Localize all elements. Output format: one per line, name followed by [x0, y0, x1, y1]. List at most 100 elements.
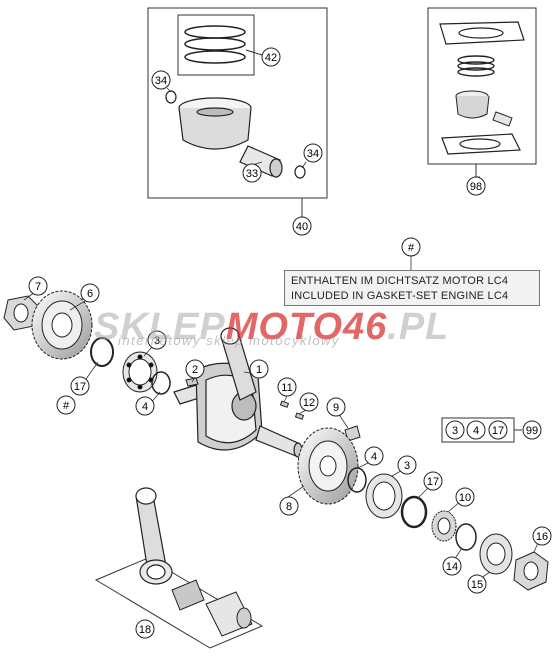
- shaft-seal-17-right: [400, 495, 428, 529]
- svg-text:17: 17: [74, 381, 86, 393]
- callout-3-left: 3: [147, 330, 167, 350]
- shaft-seal-17: [90, 337, 114, 367]
- circlip-14: [455, 523, 477, 551]
- kit-callout-17: 17: [488, 420, 508, 440]
- svg-text:40: 40: [296, 221, 308, 233]
- svg-text:2: 2: [192, 364, 198, 376]
- conrod-spare: [135, 487, 173, 585]
- circlip-right: [294, 165, 306, 179]
- callout-15: 15: [467, 574, 487, 594]
- note-line-english: INCLUDED IN GASKET-SET ENGINE LC4: [291, 290, 509, 302]
- svg-text:#: #: [408, 242, 415, 254]
- svg-text:12: 12: [303, 397, 315, 409]
- callout-12: 12: [299, 392, 319, 412]
- svg-text:10: 10: [459, 492, 471, 504]
- svg-text:14: 14: [446, 561, 458, 573]
- callout-11: 11: [277, 377, 297, 397]
- callout-34-right: 34: [303, 143, 323, 163]
- callout-4-right: 4: [364, 446, 384, 466]
- callout-9: 9: [326, 397, 346, 417]
- svg-text:17: 17: [492, 425, 504, 437]
- watermark-tagline: internetowy sklep motocyklowy: [118, 333, 340, 348]
- svg-text:16: 16: [536, 531, 548, 543]
- callout-42: 42: [261, 47, 281, 67]
- svg-text:1: 1: [256, 364, 262, 376]
- callout-34-top: 34: [151, 70, 171, 90]
- needle-bearing: [171, 579, 205, 611]
- bearing-3: [122, 351, 158, 393]
- callout-hash-note: #: [401, 237, 421, 257]
- piston-rings: [184, 25, 246, 64]
- svg-text:18: 18: [139, 624, 151, 636]
- callout-8: 8: [279, 496, 299, 516]
- washer-15: [479, 533, 513, 575]
- svg-text:99: 99: [526, 425, 538, 437]
- gasket-set-note: ENTHALTEN IM DICHTSATZ MOTOR LC4 INCLUDE…: [284, 270, 540, 306]
- svg-text:3: 3: [404, 460, 410, 472]
- small-rings: [457, 55, 495, 77]
- svg-text:4: 4: [371, 451, 377, 463]
- circlip-left: [165, 90, 177, 104]
- svg-text:4: 4: [142, 401, 148, 413]
- svg-text:4: 4: [473, 425, 479, 437]
- callout-16: 16: [532, 526, 552, 546]
- callout-33: 33: [242, 163, 262, 183]
- shim-4: [151, 371, 171, 395]
- callout-1: 1: [249, 359, 269, 379]
- piston: [178, 97, 252, 150]
- head-gasket: [439, 21, 525, 45]
- svg-text:3: 3: [154, 335, 160, 347]
- callout-6: 6: [80, 283, 100, 303]
- callout-14: 14: [442, 556, 462, 576]
- keys-11-12: [279, 400, 305, 420]
- svg-text:11: 11: [281, 382, 292, 394]
- callout-17-right: 17: [423, 471, 443, 491]
- bearing-3-right: [365, 473, 403, 519]
- sprocket-8: [297, 427, 359, 505]
- watermark-brand-a: SKLEP: [94, 306, 226, 348]
- svg-text:8: 8: [286, 501, 292, 513]
- svg-text:6: 6: [87, 288, 93, 300]
- base-gasket: [441, 133, 521, 155]
- conrod-kit-frame: [94, 557, 264, 649]
- callout-98: 98: [466, 176, 486, 196]
- svg-text:3: 3: [452, 425, 458, 437]
- callout-3-right: 3: [397, 455, 417, 475]
- callout-40: 40: [292, 216, 312, 236]
- kit-callout-3: 3: [445, 420, 465, 440]
- svg-text:98: 98: [470, 181, 482, 193]
- callout-4-left: 4: [135, 396, 155, 416]
- nut-16: [513, 551, 549, 591]
- callout-10: 10: [455, 487, 475, 507]
- crank-pin: [205, 591, 253, 637]
- small-piston: [455, 90, 513, 127]
- callout-2: 2: [185, 359, 205, 379]
- callout-7: 7: [28, 276, 48, 296]
- shim-4-right: [347, 467, 367, 493]
- svg-text:42: 42: [265, 52, 277, 64]
- svg-text:15: 15: [471, 579, 483, 591]
- svg-text:#: #: [63, 400, 70, 412]
- svg-text:34: 34: [307, 148, 319, 160]
- watermark-logo: SKLEPMOTO46.PL: [94, 306, 449, 349]
- watermark-tld: .PL: [387, 306, 450, 348]
- gasket-kit-frame: [427, 7, 537, 165]
- gear-10: [431, 510, 457, 542]
- connecting-rod: [220, 327, 257, 401]
- callout-18: 18: [135, 619, 155, 639]
- watermark-brand-b: MOTO46: [225, 306, 388, 348]
- piston-pin: [239, 145, 283, 178]
- svg-text:17: 17: [427, 476, 439, 488]
- piston-kit-frame: [147, 7, 328, 199]
- svg-text:34: 34: [155, 75, 167, 87]
- note-line-german: ENTHALTEN IM DICHTSATZ MOTOR LC4: [291, 275, 509, 287]
- svg-text:9: 9: [333, 402, 339, 414]
- kit-callout-4: 4: [466, 420, 486, 440]
- piston-ring-frame: [177, 14, 255, 76]
- callout-hash-left: #: [56, 395, 76, 415]
- gear-6: [31, 290, 93, 360]
- svg-text:33: 33: [246, 168, 258, 180]
- callout-99: 99: [522, 420, 542, 440]
